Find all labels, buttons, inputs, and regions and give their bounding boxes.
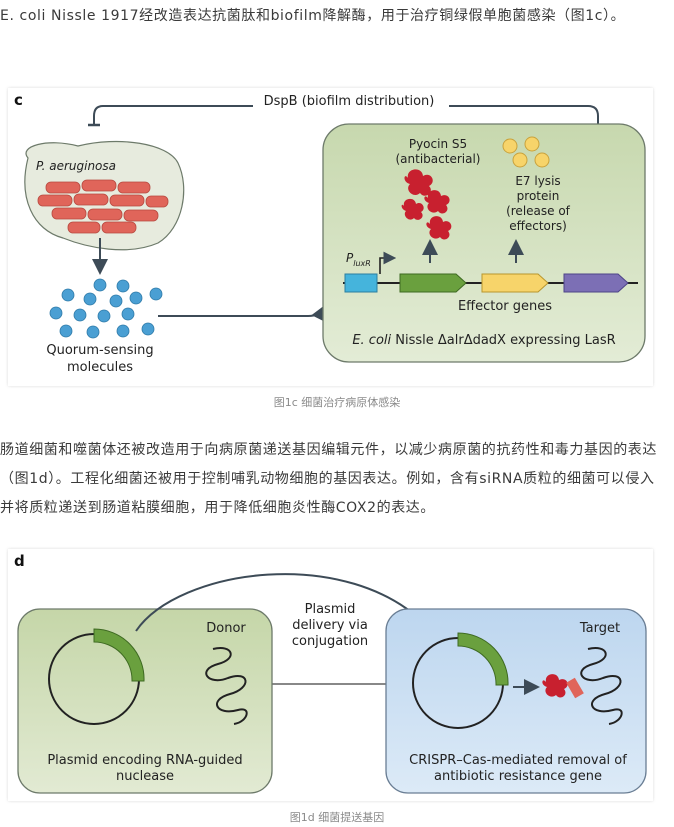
gene-dspb [563,273,629,293]
e7-label-2: protein [517,189,560,203]
transfer-arrow [135,573,431,632]
target-caption-1: CRISPR–Cas-mediated removal of [409,753,627,768]
figure-d: d Donor Plasmid encoding RNA-guided nucl… [8,549,653,801]
gene-pyocin [399,273,467,293]
figure-c-diagram: c DspB (biofilm distribution) P. aerugin… [14,91,646,375]
pyocin-label-2: (antibacterial) [396,152,481,166]
gene-e7 [481,273,549,293]
quorum-label-1: Quorum-sensing [46,343,153,358]
pathogen-cells [37,179,169,234]
e7-label-1: E7 lysis [515,174,560,188]
target-nuclease-gene [457,632,509,686]
figure-d-caption: 图1d 细菌提送基因 [289,811,385,824]
pyocin-label-1: Pyocin S5 [409,137,467,151]
target-label: Target [579,621,620,636]
promoter-label: PluxR [346,251,371,268]
transfer-label-1: Plasmid [305,602,356,617]
donor-chromosome [205,647,248,725]
figure-c-caption: 图1c 细菌治疗病原体感染 [273,396,401,409]
panel-letter-d: d [14,552,25,570]
e7-molecules [502,136,550,168]
donor-nuclease-gene [93,628,145,682]
pathogen-label: P. aeruginosa [36,159,116,173]
strain-label: E. coli Nissle ΔalrΔdadX expressing LasR [352,333,615,348]
quorum-molecules [49,278,163,339]
figure-c: c DspB (biofilm distribution) P. aerugin… [8,88,653,386]
promoter-box [344,273,378,293]
transfer-label-3: conjugation [292,634,368,649]
transfer-label-2: delivery via [292,618,368,633]
donor-cell [17,608,273,794]
donor-label: Donor [206,621,246,636]
pyocin-molecules [401,169,452,240]
target-caption-2: antibiotic resistance gene [434,769,602,784]
cas-nuclease [542,674,568,698]
dspb-label: DspB (biofilm distribution) [264,94,435,109]
figure-d-diagram: d Donor Plasmid encoding RNA-guided nucl… [14,552,647,794]
intro-paragraph: E. coli Nissle 1917经改造表达抗菌肽和biofilm降解酶，用… [0,8,626,24]
e7-label-3: (release of [506,204,571,218]
donor-caption-1: Plasmid encoding RNA-guided [47,753,242,768]
target-cell [385,608,647,794]
target-chromosome [580,647,623,725]
effector-genes-label: Effector genes [458,299,552,314]
quorum-label-2: molecules [67,360,133,375]
e7-label-4: effectors) [509,219,567,233]
body-paragraph: 肠道细菌和噬菌体还被改造用于向病原菌递送基因编辑元件，以减少病原菌的抗药性和毒力… [0,442,657,516]
resistance-gene-cut [566,677,584,699]
engineered-cell [322,123,646,363]
donor-caption-2: nuclease [116,769,174,784]
panel-letter-c: c [14,91,23,109]
